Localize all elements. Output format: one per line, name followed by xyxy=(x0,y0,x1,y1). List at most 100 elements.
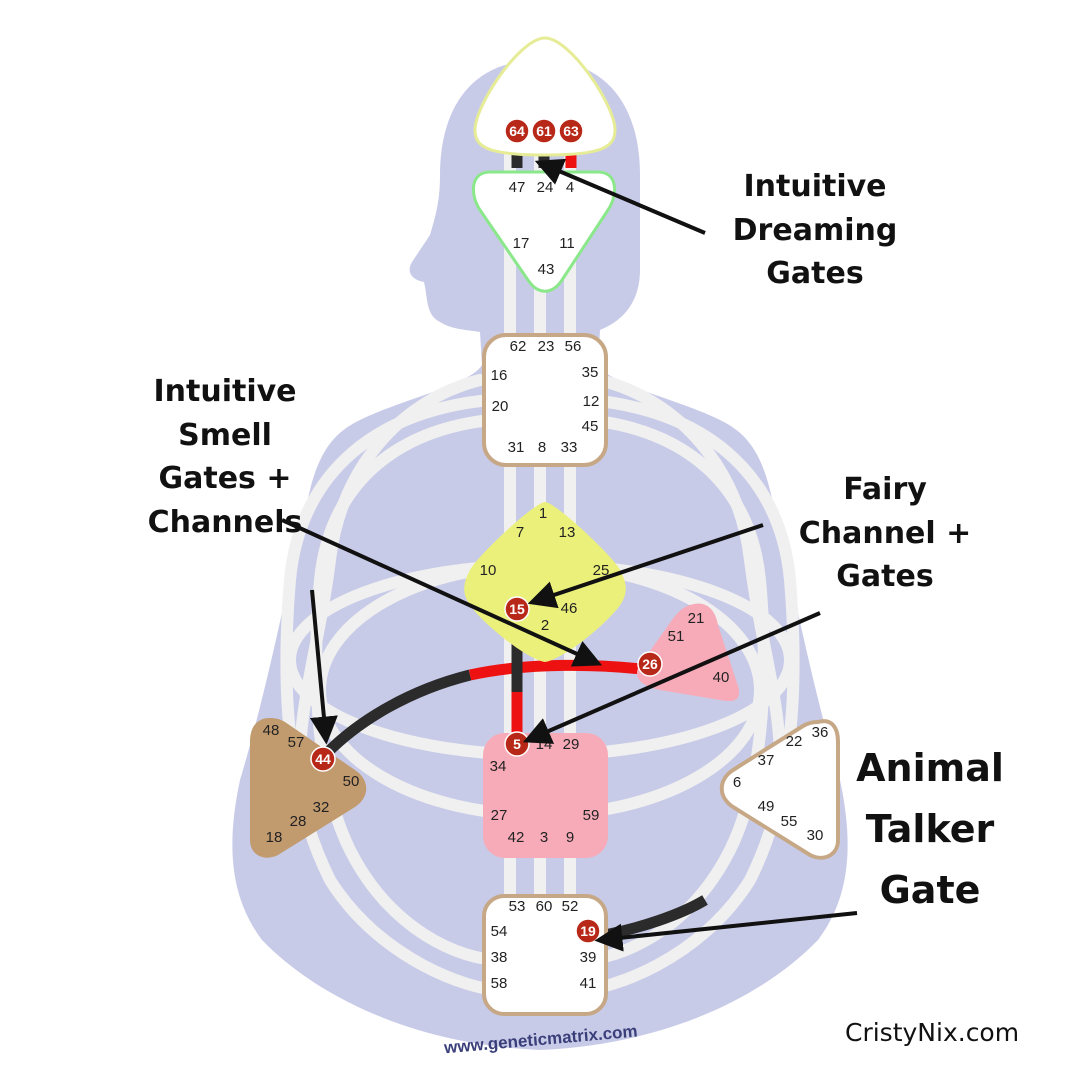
gate-number: 44 xyxy=(315,751,331,767)
gate-number: 20 xyxy=(492,398,509,415)
gate-number: 47 xyxy=(509,179,526,196)
gate-number: 63 xyxy=(563,123,579,139)
gate-number: 57 xyxy=(288,734,305,751)
gate-22: 22 xyxy=(786,733,803,750)
gate-5: 5 xyxy=(504,731,530,757)
gate-60: 60 xyxy=(536,898,553,915)
gate-20: 20 xyxy=(492,398,509,415)
gate-41: 41 xyxy=(580,975,597,992)
gate-number: 17 xyxy=(513,235,530,252)
annotation-line: Gate xyxy=(879,867,981,912)
gate-number: 13 xyxy=(559,524,576,541)
gate-number: 54 xyxy=(491,923,508,940)
annotation-fairy: Fairy Channel + Gates xyxy=(795,468,975,599)
ego-center xyxy=(636,603,740,702)
gate-19: 19 xyxy=(575,918,601,944)
gate-number: 24 xyxy=(537,179,554,196)
gate-number: 27 xyxy=(491,807,508,824)
channel-path xyxy=(574,414,770,966)
gate-number: 61 xyxy=(536,123,552,139)
gate-number: 36 xyxy=(812,724,829,741)
gate-37: 37 xyxy=(758,752,775,769)
annotation-line: Intuitive xyxy=(153,374,297,409)
gate-number: 62 xyxy=(510,338,527,355)
gate-number: 21 xyxy=(688,610,705,627)
gate-56: 56 xyxy=(565,338,582,355)
gate-number: 1 xyxy=(539,505,547,522)
arrow-animal-talker-gate xyxy=(594,911,858,952)
arrow-fairy-gates xyxy=(522,611,821,744)
gate-number: 2 xyxy=(541,617,549,634)
channel-path xyxy=(280,394,506,996)
gate-42: 42 xyxy=(508,829,525,846)
throat-center xyxy=(482,333,608,467)
annotation-line: Gates + xyxy=(158,461,292,496)
gate-62: 62 xyxy=(510,338,527,355)
arrow-smell-channels xyxy=(309,589,338,745)
gate-number: 8 xyxy=(538,439,546,456)
gate-49: 49 xyxy=(758,798,775,815)
gate-number: 22 xyxy=(786,733,803,750)
gate-58: 58 xyxy=(491,975,508,992)
ajna-center xyxy=(471,170,617,293)
gate-number: 34 xyxy=(490,758,507,775)
annotation-line: Talker xyxy=(865,806,995,851)
gate-34: 34 xyxy=(490,758,507,775)
gate-36: 36 xyxy=(812,724,829,741)
gate-35: 35 xyxy=(582,364,599,381)
gate-number: 25 xyxy=(593,562,610,579)
gate-number: 6 xyxy=(733,774,741,791)
gate-number: 30 xyxy=(807,827,824,844)
gate-45: 45 xyxy=(582,418,599,435)
gate-number: 26 xyxy=(642,656,658,672)
gate-31: 31 xyxy=(508,439,525,456)
gate-number: 5 xyxy=(513,736,521,752)
gate-26: 26 xyxy=(637,651,663,677)
gate-number: 49 xyxy=(758,798,775,815)
gate-2: 2 xyxy=(541,617,549,634)
gate-21: 21 xyxy=(688,610,705,627)
gate-16: 16 xyxy=(491,367,508,384)
gate-43: 43 xyxy=(538,261,555,278)
annotation-line: Smell xyxy=(178,417,272,453)
gate-number: 45 xyxy=(582,418,599,435)
gate-number: 12 xyxy=(583,393,600,410)
gate-number: 59 xyxy=(583,807,600,824)
gate-30: 30 xyxy=(807,827,824,844)
channel-path xyxy=(574,394,800,996)
gate-number: 48 xyxy=(263,722,280,739)
gate-61: 61 xyxy=(531,118,557,144)
gate-3: 3 xyxy=(540,829,548,846)
root-center xyxy=(482,894,608,1016)
spleen-center xyxy=(250,718,367,858)
gate-number: 31 xyxy=(508,439,525,456)
gate-8: 8 xyxy=(538,439,546,456)
gate-27: 27 xyxy=(491,807,508,824)
gate-number: 4 xyxy=(566,179,574,196)
gate-55: 55 xyxy=(781,813,798,830)
gate-46: 46 xyxy=(561,600,578,617)
gate-number: 11 xyxy=(559,235,575,252)
annotation-line: Dreaming xyxy=(732,212,898,248)
gate-1: 1 xyxy=(539,505,547,522)
gate-number: 14 xyxy=(536,736,553,753)
annotation-dreaming: Intuitive Dreaming Gates xyxy=(725,165,905,296)
gate-number: 39 xyxy=(580,949,597,966)
annotation-line: Animal xyxy=(856,746,1004,790)
active-gate-marker xyxy=(310,746,336,772)
gate-number: 9 xyxy=(566,829,574,846)
gate-53: 53 xyxy=(509,898,526,915)
gate-39: 39 xyxy=(580,949,597,966)
gate-50: 50 xyxy=(343,773,360,790)
gate-28: 28 xyxy=(290,813,307,830)
gate-number: 56 xyxy=(565,338,582,355)
gate-number: 16 xyxy=(491,367,508,384)
gate-number: 40 xyxy=(713,669,730,686)
gate-9: 9 xyxy=(566,829,574,846)
gate-number: 35 xyxy=(582,364,599,381)
gate-number: 7 xyxy=(516,524,524,541)
active-gate-marker xyxy=(504,118,530,144)
gate-4: 4 xyxy=(566,179,574,196)
gate-number: 10 xyxy=(480,562,497,579)
